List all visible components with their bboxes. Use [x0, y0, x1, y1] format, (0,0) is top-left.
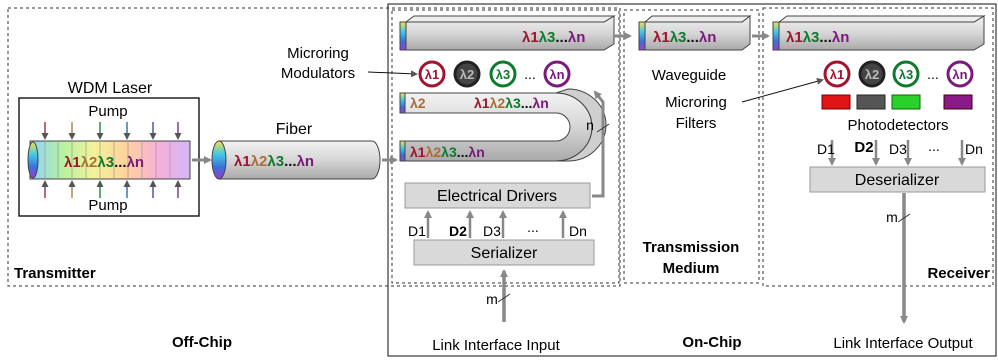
- output-width-label: m: [886, 209, 898, 225]
- fiber: Fiber λ1λ2λ3...λn: [211, 121, 381, 180]
- link-interface-input-label: Link Interface Input: [432, 337, 560, 354]
- receiver-label: Receiver: [927, 265, 990, 282]
- electrical-drivers-label: Electrical Drivers: [437, 188, 557, 205]
- medium-label: Medium: [663, 260, 720, 277]
- wdm-laser: WDM Laser Pump Pump λ1λ2λ3...λn: [18, 80, 200, 217]
- rx-data-lines: D1 D2 D3 ... Dn: [817, 138, 983, 166]
- laser-facet: [27, 141, 39, 179]
- transmission-waveguide: λ1λ3...λn: [638, 15, 752, 51]
- photodetector-n: [943, 94, 973, 110]
- photodetectors-label: Photodetectors: [848, 117, 949, 134]
- rx-wavelengths: λ1λ3...λn: [786, 29, 849, 46]
- rx-dn-label: Dn: [965, 141, 983, 157]
- fiber-body: [218, 140, 381, 180]
- modulator-ring-3: [489, 60, 517, 88]
- pump-top-label: Pump: [88, 103, 127, 120]
- filter-1-label: λ1: [830, 67, 844, 82]
- tx-bottom-wavelengths: λ1λ2λ3...λn: [410, 144, 485, 160]
- laser-title: WDM Laser: [68, 80, 153, 97]
- tx-d3-label: D3: [483, 223, 501, 239]
- fiber-end: [211, 140, 227, 180]
- electrical-drivers-block: [404, 182, 591, 209]
- off-chip-label: Off-Chip: [172, 334, 232, 351]
- modulators-label-line2: Modulators: [281, 65, 355, 82]
- modulator-rings: λ1 λ2 λ3 ... λn: [418, 60, 571, 88]
- photodetector-1: [821, 94, 851, 110]
- rx-d3-label: D3: [889, 141, 907, 157]
- waveguide-label: Waveguide: [652, 67, 727, 84]
- tx-mid-right-wavelengths: λ1λ2λ3...λn: [474, 95, 549, 111]
- modulator-ring-1: [418, 60, 446, 88]
- modulator-ring-n: [543, 60, 571, 88]
- tx-dn-label: Dn: [569, 223, 587, 239]
- modulator-section: λ1λ3...λn λ1 λ2 λ3 ... λn Microring Modu…: [281, 15, 616, 266]
- tx-top-wavelengths: λ1λ3...λn: [522, 29, 585, 46]
- transmission-medium-frame: [623, 9, 760, 284]
- deserializer-label: Deserializer: [855, 172, 940, 189]
- tx-d2-label: D2: [449, 223, 467, 239]
- rx-d2-label: D2: [854, 139, 873, 156]
- receiver-frame: [762, 7, 994, 287]
- tx-data-lines: D1 D2 D3 ... Dn: [408, 210, 587, 239]
- on-chip-frame: [387, 3, 997, 357]
- tx-dots-label: ...: [527, 219, 539, 235]
- transmission-label: Transmission: [643, 239, 740, 256]
- laser-cavity: [29, 140, 191, 180]
- filter-3-label: λ3: [899, 67, 913, 82]
- modulator-ring-2: [453, 60, 481, 88]
- filters-label-line1: Microring: [665, 94, 727, 111]
- ring-dots-label: ...: [524, 66, 536, 82]
- filter-ring-3: [892, 60, 920, 88]
- ring-1-label: λ1: [425, 67, 439, 82]
- driver-to-ring-bus: [592, 90, 605, 198]
- tx-d1-label: D1: [408, 223, 426, 239]
- ring-2-label: λ2: [460, 67, 474, 82]
- transmitter-frame: [7, 7, 621, 287]
- fiber-wavelengths: λ1λ2λ3...λn: [234, 153, 314, 170]
- filter-2-label: λ2: [865, 67, 879, 82]
- receiver-section: λ1λ3...λn λ1 λ2 λ3 ... λn Microring Filt…: [665, 15, 986, 193]
- medium-wavelengths: λ1λ3...λn: [653, 29, 716, 46]
- fiber-label: Fiber: [276, 121, 313, 138]
- filter-rings: λ1 λ2 λ3 ... λn: [823, 60, 974, 88]
- deserializer-block: [809, 166, 986, 193]
- bus-width-label: n: [586, 117, 594, 133]
- link-interface-output-label: Link Interface Output: [833, 335, 973, 352]
- serializer-block: [413, 239, 595, 266]
- ring-3-label: λ3: [496, 67, 510, 82]
- modulators-pointer: [367, 70, 418, 78]
- photodetector-2: [856, 94, 886, 110]
- filter-ring-n: [946, 60, 974, 88]
- filters-label-line2: Filters: [676, 115, 717, 132]
- filter-n-label: λn: [952, 67, 967, 82]
- rx-d1-label: D1: [817, 141, 835, 157]
- photodetectors: [821, 94, 973, 110]
- filter-ring-2: [858, 60, 886, 88]
- modulators-label-line1: Microring: [287, 45, 349, 62]
- transmitter-label: Transmitter: [14, 265, 96, 282]
- filter-ring-1: [823, 60, 851, 88]
- photodetector-3: [891, 94, 921, 110]
- ring-n-label: λn: [549, 67, 564, 82]
- filters-pointer: [741, 77, 824, 103]
- rx-dots-label: ...: [928, 138, 940, 154]
- on-chip-label: On-Chip: [682, 334, 741, 351]
- tx-mid-left-label: λ2: [410, 95, 426, 111]
- serializer-label: Serializer: [471, 245, 538, 262]
- laser-wavelengths: λ1λ2λ3...λn: [64, 154, 144, 171]
- filter-dots-label: ...: [927, 66, 939, 82]
- pump-bottom-label: Pump: [88, 197, 127, 214]
- input-width-label: m: [486, 291, 498, 307]
